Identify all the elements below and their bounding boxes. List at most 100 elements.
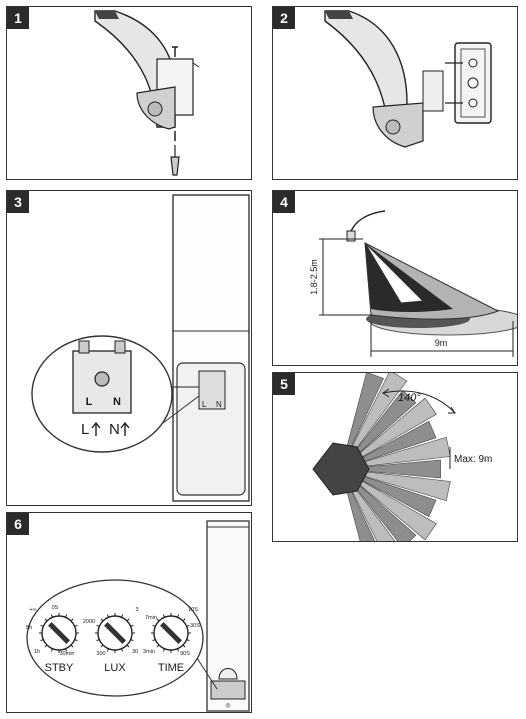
screwdriver-icon: [170, 145, 180, 176]
dial-tick: [182, 644, 186, 648]
live-wire-label: L: [81, 421, 89, 438]
dial-mark-label: 3min: [143, 649, 155, 655]
dial-tick: [182, 618, 186, 622]
neutral-wire-label: N: [109, 421, 120, 438]
dial-mark-label: +∞: [29, 607, 36, 613]
dial-mark-label: 2000: [83, 619, 95, 625]
step-5-panel: 5 140° Max: 9m: [272, 372, 518, 542]
svg-text:N: N: [216, 400, 222, 409]
dial-mark-label: 30min: [60, 651, 75, 657]
dial-tick: [70, 618, 74, 622]
dial-tick: [186, 624, 190, 627]
dial-tick: [40, 624, 44, 627]
dial-time-label: TIME: [158, 662, 184, 674]
dial-tick: [44, 618, 48, 622]
step-number-badge: 3: [7, 191, 29, 213]
lamp-mounting-plate-illustration: [324, 10, 492, 148]
dial-tick: [100, 618, 104, 622]
dial-mark-label: 5h: [26, 625, 32, 631]
dial-tick: [156, 618, 160, 622]
step-number-badge: 4: [273, 191, 295, 213]
dial-tick: [50, 614, 53, 618]
wiring-illustration: L N L N L N: [31, 194, 250, 502]
detection-beam: [340, 397, 437, 470]
arrow-up-icon: [91, 421, 101, 436]
mounting-plate: [454, 42, 492, 124]
dial-tick: [121, 648, 124, 652]
dial-mark-label: 30S: [190, 623, 200, 629]
dial-tick: [152, 624, 156, 627]
dial-pointer: [104, 622, 126, 644]
dial-tick: [126, 618, 130, 622]
detection-beam: [340, 373, 408, 470]
dial-tick: [121, 614, 124, 618]
svg-text:L: L: [202, 400, 207, 409]
dial-mark-label: 10S: [188, 607, 198, 613]
step-number-badge: 5: [273, 373, 295, 395]
dial-tick: [156, 644, 160, 648]
dial-tick: [106, 614, 109, 618]
terminal-l-label: L: [86, 396, 93, 408]
dial-lux-label: LUX: [104, 662, 126, 674]
angle-arc: [382, 390, 456, 414]
dial-tick: [50, 648, 53, 652]
detection-beam: [340, 468, 451, 502]
dial-tick: [106, 648, 109, 652]
detection-beam: [340, 468, 437, 541]
dial-tick: [96, 624, 100, 627]
step-3-panel: 3 L N L N L N: [6, 190, 252, 506]
detection-beam: [340, 373, 384, 470]
dial-mark-label: 90S: [180, 651, 190, 657]
max-range-label: Max: 9m: [454, 454, 492, 465]
dial-pointer: [160, 622, 182, 644]
terminal-screw-icon: [94, 371, 110, 387]
dial-mark-label: 300: [96, 651, 105, 657]
dial-tick: [130, 624, 134, 627]
detection-beam: [340, 389, 417, 470]
detection-beam: [340, 420, 437, 470]
detection-angle-diagram: 140° Max: 9m: [312, 373, 492, 541]
detection-beam: [340, 468, 376, 541]
arrow-up-icon: [120, 421, 130, 436]
step-4-panel: 4 1.8-2.5m 9m: [272, 190, 518, 366]
detection-beam: [340, 436, 451, 470]
terminal-block-small: [198, 370, 226, 410]
dial-tick: [96, 639, 100, 642]
dial-tick: [74, 624, 78, 627]
dial-tick: [177, 614, 180, 618]
distance-label: 9m: [435, 338, 448, 348]
step-number-badge: 1: [7, 7, 29, 29]
dial-pointer: [48, 622, 70, 644]
svg-text:◎: ◎: [225, 703, 230, 709]
dial-tick: [65, 614, 68, 618]
dial-tick: [186, 639, 190, 642]
dial-tick: [40, 639, 44, 642]
lamp-icon: [350, 210, 386, 239]
detection-beam: [340, 468, 396, 541]
angle-label: 140°: [398, 392, 421, 404]
detection-beam: [340, 468, 437, 518]
dial-tick: [100, 644, 104, 648]
step-number-badge: 6: [7, 513, 29, 535]
dial-tick: [130, 639, 134, 642]
dial-tick: [44, 644, 48, 648]
dial-tick: [162, 648, 165, 652]
dial-tick: [65, 648, 68, 652]
detection-beam: [340, 459, 441, 479]
dial-tick: [74, 639, 78, 642]
pir-sensor-icon: [147, 101, 163, 117]
dial-tick: [152, 639, 156, 642]
pir-sensor-icon: [218, 668, 238, 680]
terminal-n-label: N: [113, 396, 121, 408]
step-2-panel: 2: [272, 6, 518, 180]
dial-mark-label: 0S: [52, 605, 59, 611]
detection-height-diagram: 1.8-2.5m 9m: [309, 210, 517, 357]
dial-tick: [126, 644, 130, 648]
dial-mark-label: 7min: [145, 615, 157, 621]
lamp-mounting-illustration: [94, 10, 200, 176]
dial-mark-label: 3: [135, 607, 138, 613]
dial-tick: [162, 614, 165, 618]
pir-sensor-icon: [385, 119, 401, 135]
